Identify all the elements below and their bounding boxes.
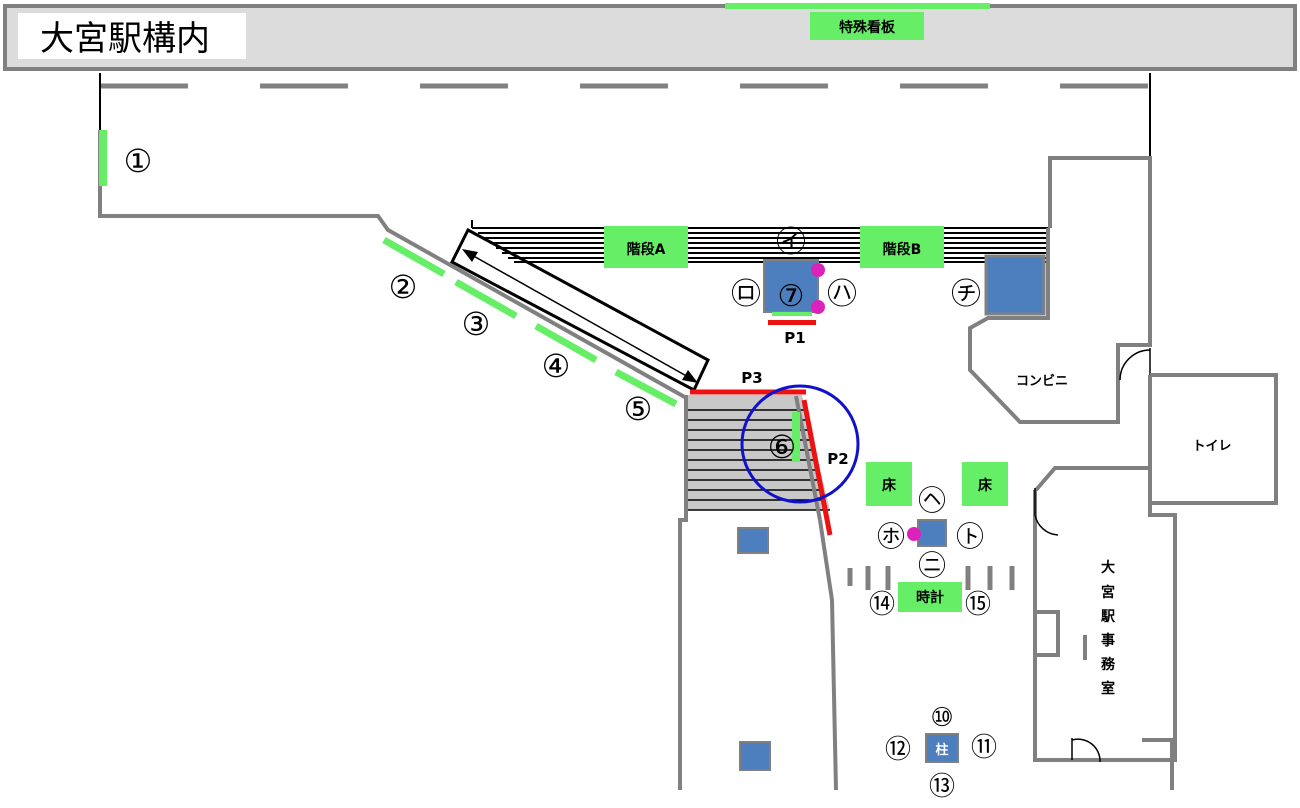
svg-text:務: 務	[1101, 656, 1116, 673]
marker-11: ⑪	[971, 733, 997, 763]
escalator-arrow-line	[469, 253, 691, 379]
marker-3: ③	[462, 305, 491, 343]
stairs-b-sign	[860, 226, 944, 268]
right-building-wall	[968, 156, 1152, 424]
konbini-label: コンビニ	[1016, 373, 1068, 389]
marker-6: ⑥	[768, 428, 797, 466]
office-door-upper	[1034, 488, 1059, 536]
svg-text:駅: 駅	[1101, 609, 1116, 625]
marker-chi: ㋠	[951, 277, 981, 312]
markers: ① ② ③ ④ ⑤ ⑥ ⑦ ⑩ ⑪ ⑫ ⑬ ⑭ ⑮ ㋑ ㋺ ㋩ ㋠ ㋬ ㋭ ㋣ …	[124, 142, 997, 802]
left-wall-gray	[98, 130, 691, 402]
wall-sign-2	[382, 236, 446, 278]
marker-15: ⑮	[965, 590, 991, 620]
special-sign-strip	[725, 3, 990, 9]
map-title: 大宮駅構内	[40, 19, 210, 59]
marker-i: ㋑	[776, 225, 806, 260]
p2-label: P2	[827, 450, 848, 468]
svg-text:宮: 宮	[1101, 584, 1115, 601]
floor-sign-right	[962, 462, 1008, 506]
stairs-b-label: 階段B	[883, 241, 922, 258]
magenta-dot-center	[907, 527, 921, 541]
wall-sign-1	[99, 130, 107, 186]
svg-text:大: 大	[1101, 559, 1115, 576]
wall-sign-4	[534, 322, 598, 364]
floor-sign-left	[866, 462, 912, 506]
marker-7: ⑦	[778, 279, 805, 314]
p1-marker-red	[768, 320, 816, 325]
marker-14: ⑭	[869, 590, 895, 620]
highlight-circle	[740, 384, 860, 504]
upper-stairs	[471, 220, 1050, 263]
escalator-arrow-head-right	[682, 370, 698, 383]
toilet-wall	[1148, 373, 1278, 505]
p2-marker-red	[801, 399, 833, 536]
title-background	[18, 13, 246, 59]
office-inner-wall	[1035, 610, 1060, 657]
stairs-a-sign	[604, 226, 688, 268]
marker-ro: ㋺	[731, 277, 761, 312]
clock-dashes	[847, 566, 1015, 590]
pillar-bottom	[925, 733, 959, 763]
p3-label: P3	[741, 369, 762, 387]
corridor-left-wall	[678, 395, 688, 790]
marker-4: ④	[542, 347, 571, 385]
marker-13: ⑬	[929, 772, 955, 802]
pillar-center	[917, 519, 947, 547]
lower-right-wall	[1142, 738, 1174, 790]
p1-sign-green	[772, 312, 812, 316]
floor-sign-left-label: 床	[882, 477, 897, 494]
stairs-a-label: 階段A	[627, 241, 666, 258]
small-pillar-2	[739, 741, 771, 771]
special-sign	[810, 12, 924, 40]
marker-10: ⑩	[930, 703, 953, 733]
marker-2: ②	[389, 268, 418, 306]
svg-text:事: 事	[1101, 632, 1115, 649]
svg-text:室: 室	[1101, 680, 1115, 697]
wall-sign-3	[454, 278, 518, 320]
marker-12: ⑫	[885, 735, 911, 765]
marker-ho: ㋭	[877, 520, 905, 553]
clock-sign	[898, 582, 962, 612]
pillar-label: 柱	[935, 742, 948, 758]
special-sign-label: 特殊看板	[839, 19, 896, 36]
toilet-label: トイレ	[1192, 439, 1231, 454]
small-pillar-1	[737, 527, 769, 554]
marker-ha: ㋩	[827, 277, 857, 312]
magenta-dot-upper-top	[811, 263, 825, 277]
marker-to: ㋣	[956, 520, 984, 553]
pillar-chi	[984, 254, 1046, 316]
p1-label: P1	[784, 329, 805, 347]
corridor-right-wall	[818, 519, 838, 791]
office-label: 大 宮 駅 事 務 室	[1101, 559, 1116, 697]
marker-5: ⑤	[624, 390, 653, 428]
floor-sign-right-label: 床	[978, 477, 993, 494]
konbini-door	[1119, 348, 1151, 381]
wall-sign-5	[614, 368, 678, 408]
marker-he: ㋬	[918, 484, 946, 517]
pillar-upper	[763, 259, 819, 313]
marker-ni: ㋥	[918, 549, 946, 582]
office-door-lower	[1071, 738, 1101, 763]
wall-sign-6	[792, 412, 800, 462]
office-wall	[1033, 466, 1177, 762]
clock-label: 時計	[916, 589, 944, 606]
magenta-dot-upper-bottom	[811, 300, 825, 314]
marker-1: ①	[124, 142, 153, 180]
escalator-arrow-head-left	[462, 249, 478, 262]
